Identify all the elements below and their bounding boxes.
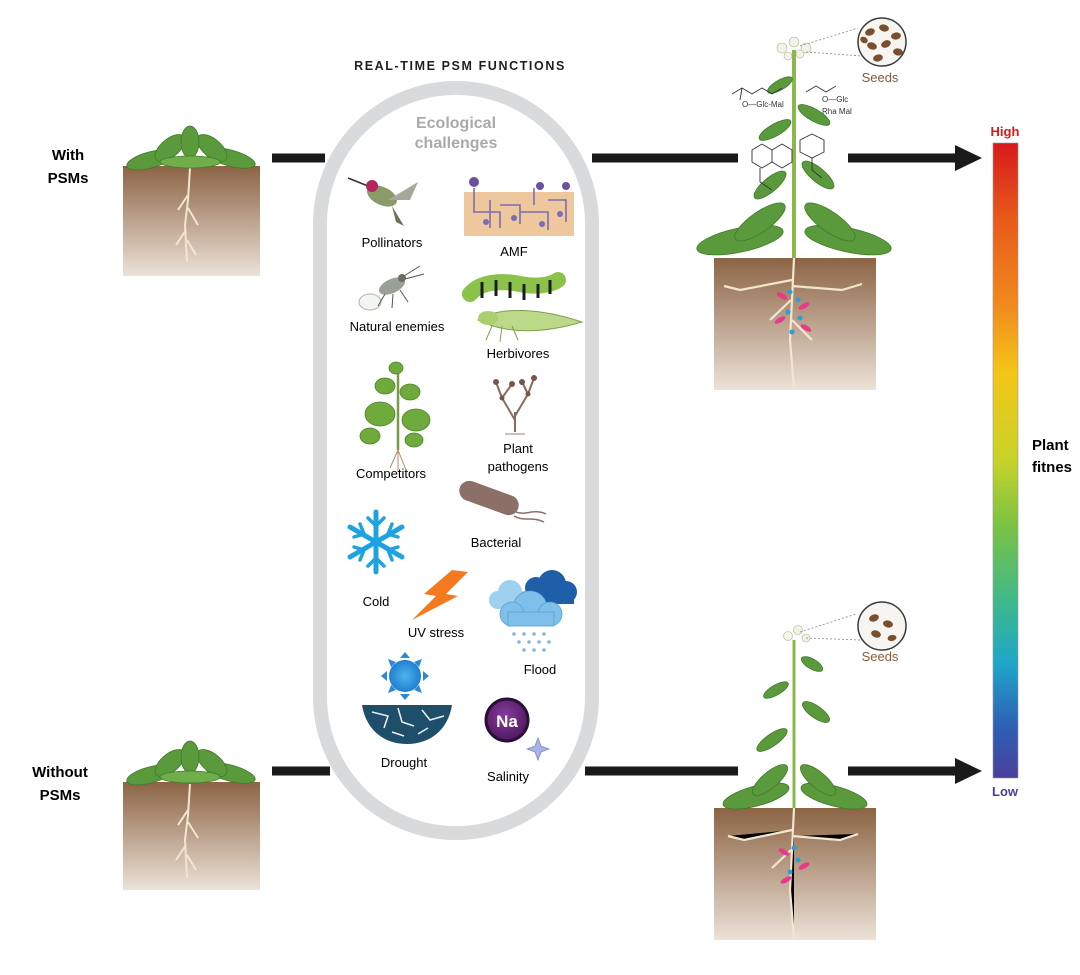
label-amf: AMF [500, 244, 528, 259]
competitor-plant-icon [359, 361, 431, 472]
arrowhead-with [955, 145, 982, 171]
scale-title-line1: Plant [1032, 437, 1069, 454]
root-microbes [774, 289, 812, 335]
flood-cloud-icon [489, 570, 577, 652]
label-flood: Flood [524, 662, 557, 677]
scale-title-line2: fitnes [1032, 459, 1072, 476]
row-label-without: Without PSMs [32, 764, 88, 804]
label-uv-stress: UV stress [408, 625, 465, 640]
sodium-symbol: Na [496, 712, 518, 731]
seeds-label-bottom: Seeds [862, 649, 899, 664]
pathogen-icon [493, 375, 537, 435]
label-natural-enemies: Natural enemies [350, 319, 445, 334]
flowers [776, 36, 812, 61]
soil-block [123, 166, 260, 276]
arrowhead-without [955, 758, 982, 784]
roots [723, 257, 863, 389]
challenges-heading: Ecological challenges [415, 115, 498, 152]
flowers [783, 625, 811, 643]
sodium-icon: Na [484, 697, 551, 762]
label-salinity: Salinity [487, 769, 529, 784]
molecule-label-right-top: O—Glc [822, 95, 848, 104]
mature-plant-with-psms: O—Glc-Mal O—Glc Rha Mal Seeds [696, 17, 907, 390]
seed-callout-line [799, 613, 857, 633]
challenges-heading-line2: challenges [415, 135, 498, 152]
label-plant-pathogens-line1: Plant [503, 441, 533, 456]
row-label-with-line2: PSMs [48, 170, 89, 187]
seeds-label-top: Seeds [862, 70, 899, 85]
leaves [696, 76, 892, 256]
roots [728, 808, 858, 938]
molecule-label-right-bottom: Rha Mal [822, 107, 852, 116]
roots [175, 783, 199, 879]
roots [175, 167, 199, 263]
bacterium-icon [459, 480, 547, 523]
mature-plant-without-psms: Seeds [714, 601, 907, 940]
seed-callout-line [805, 51, 863, 57]
label-bacterial: Bacterial [471, 535, 522, 550]
psm-molecule-drawing [731, 85, 837, 191]
sun-icon [381, 652, 429, 700]
rosette-leaves [126, 740, 256, 786]
amf-icon [464, 177, 574, 236]
scale-high-label: High [991, 124, 1020, 139]
soil-block [714, 808, 876, 940]
leaves [722, 656, 868, 810]
label-pollinators: Pollinators [362, 235, 423, 250]
cracked-ground-icon [362, 705, 452, 744]
seedling-with-psms [123, 125, 260, 276]
row-label-with-line1: With [52, 147, 84, 164]
label-cold: Cold [363, 594, 390, 609]
challenges-pill [313, 81, 599, 840]
soil-block [123, 782, 260, 890]
root-microbes [778, 845, 810, 884]
row-label-without-line1: Without [32, 764, 88, 781]
label-plant-pathogens-line2: pathogens [488, 459, 549, 474]
parasitoid-icon [358, 265, 425, 311]
hummingbird-icon [347, 177, 418, 226]
seedling-without-psms [123, 740, 260, 890]
row-label-without-line2: PSMs [40, 787, 81, 804]
rosette-leaves [126, 125, 256, 171]
fitness-color-bar [992, 142, 1019, 779]
flow-arrows [272, 153, 963, 776]
snowflake-icon [347, 509, 405, 575]
leafhopper-icon [476, 309, 584, 343]
lightning-icon [412, 570, 468, 620]
scale-low-label: Low [992, 784, 1019, 799]
diagram-title: REAL-TIME PSM FUNCTIONS [354, 59, 566, 73]
seed-pod-icon [857, 17, 907, 67]
seed-pod-icon [857, 601, 907, 651]
molecule-label-left: O—Glc-Mal [742, 100, 784, 109]
label-drought: Drought [381, 755, 428, 770]
label-herbivores: Herbivores [487, 346, 550, 361]
fitness-scale: High Low Plant fitnes [991, 124, 1072, 799]
row-label-with: With PSMs [48, 147, 89, 187]
label-competitors: Competitors [356, 466, 427, 481]
seed-callout-line [799, 27, 859, 47]
seed-callout-line [805, 637, 861, 641]
challenges-heading-line1: Ecological [416, 115, 496, 132]
caterpillar-icon [462, 272, 566, 302]
